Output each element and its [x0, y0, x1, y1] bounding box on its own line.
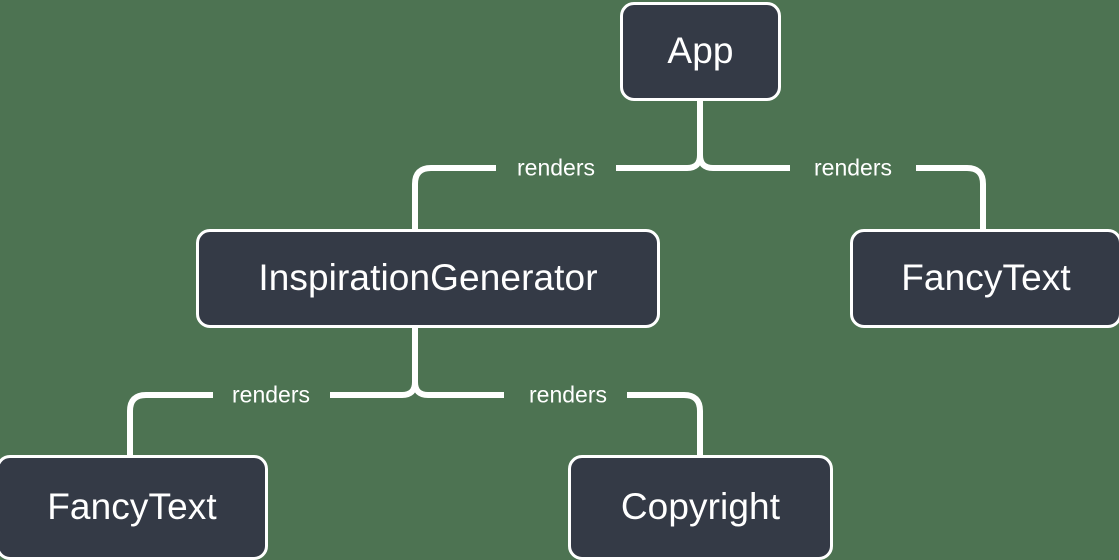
edge-label-app-fancytext: renders	[814, 154, 892, 181]
edge-app-to-fancytext-right	[713, 165, 986, 229]
node-app[interactable]: App	[620, 2, 781, 101]
node-copyright-label: Copyright	[620, 485, 781, 527]
node-fancytext-left[interactable]: FancyText	[0, 455, 268, 560]
edge-inspirationgenerator-stem-right	[412, 381, 429, 398]
edge-app-to-inspirationgenerator	[412, 165, 687, 229]
node-app-label: App	[667, 29, 734, 71]
edge-inspirationgenerator-to-fancytext-left	[127, 392, 402, 455]
node-inspirationgenerator-label: InspirationGenerator	[258, 256, 598, 298]
edge-label-app-inspirationgenerator: renders	[517, 154, 595, 181]
node-fancytext-right-label: FancyText	[901, 256, 1071, 298]
edge-label-inspirationgenerator-copyright: renders	[529, 381, 607, 408]
node-copyright[interactable]: Copyright	[568, 455, 833, 560]
edge-label-inspirationgenerator-fancytext: renders	[232, 381, 310, 408]
edge-app-stem-right	[697, 154, 714, 171]
node-fancytext-right[interactable]: FancyText	[850, 229, 1119, 328]
node-inspirationgenerator[interactable]: InspirationGenerator	[196, 229, 660, 328]
node-fancytext-left-label: FancyText	[47, 485, 217, 527]
edge-inspirationgenerator-to-copyright	[428, 392, 703, 455]
